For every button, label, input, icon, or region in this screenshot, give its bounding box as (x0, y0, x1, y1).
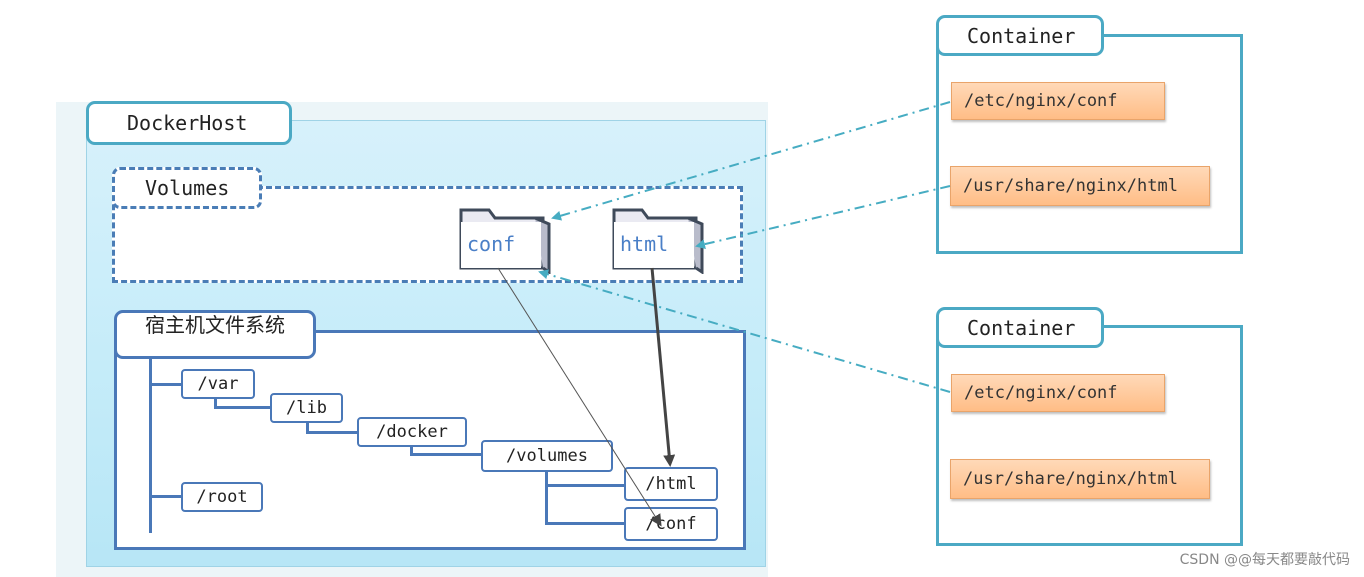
watermark: CSDN @@每天都要敲代码 (1179, 552, 1350, 568)
container-2-label: Container (936, 307, 1104, 348)
dockerhost-label: DockerHost (86, 101, 292, 145)
node-var: /var (181, 369, 255, 399)
node-root: /root (181, 482, 263, 512)
volume-link-conf (497, 267, 662, 527)
container-1-path-conf: /etc/nginx/conf (951, 82, 1165, 120)
container-2-path-conf: /etc/nginx/conf (951, 374, 1165, 412)
node-volumes: /volumes (481, 440, 613, 472)
tree-branch (306, 431, 358, 434)
tree-branch (306, 420, 309, 434)
volume-link-html (650, 267, 676, 467)
container-2-box (936, 325, 1243, 546)
folder-html: html (608, 204, 708, 275)
tree-branch (149, 495, 182, 498)
node-conf: /conf (624, 507, 718, 541)
folder-label-conf: conf (467, 232, 516, 256)
host-filesystem-label: 宿主机文件系统 (114, 310, 316, 359)
container-1-path-html: /usr/share/nginx/html (950, 166, 1210, 206)
tree-trunk (149, 359, 152, 533)
tree-branch (545, 470, 548, 525)
folder-icon (612, 208, 704, 275)
folder-label-html: html (620, 232, 669, 256)
node-lib: /lib (270, 393, 343, 423)
folder-icon (459, 208, 551, 275)
tree-branch (545, 484, 625, 487)
container-2-path-html: /usr/share/nginx/html (950, 459, 1210, 499)
tree-branch (410, 453, 482, 456)
tree-branch (545, 522, 625, 525)
volumes-label: Volumes (112, 167, 262, 209)
container-1-label: Container (936, 15, 1104, 56)
container-1-box (936, 34, 1243, 254)
node-docker: /docker (357, 417, 467, 447)
tree-branch (410, 444, 413, 456)
tree-branch (149, 383, 182, 386)
tree-branch (214, 397, 217, 409)
folder-conf: conf (455, 204, 555, 275)
node-html: /html (624, 467, 718, 501)
mount-line-c1-conf (551, 101, 951, 221)
tree-branch (214, 406, 270, 409)
mount-line-c2-conf (538, 269, 951, 393)
mount-line-c1-html (695, 185, 951, 250)
